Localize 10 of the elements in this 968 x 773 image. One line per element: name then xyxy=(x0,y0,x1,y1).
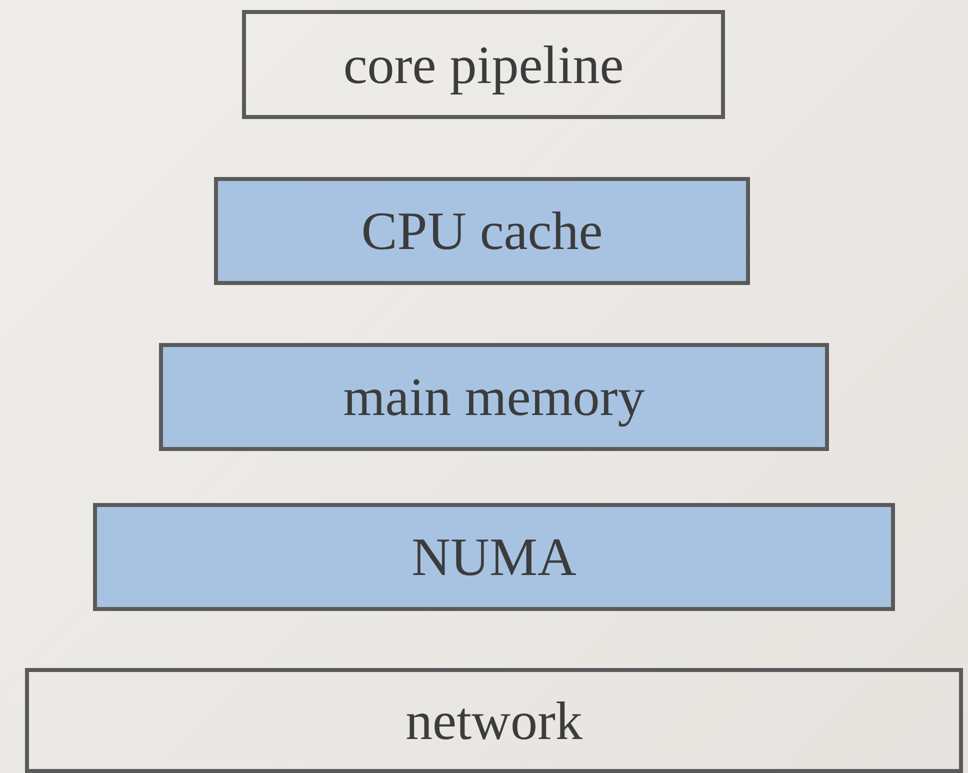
highlighted-layer-box xyxy=(214,177,750,285)
layer-label: network xyxy=(406,690,582,752)
layer-box xyxy=(25,668,963,773)
layer-label: main memory xyxy=(343,366,645,428)
layer-label: NUMA xyxy=(411,526,576,588)
highlighted-layer-box xyxy=(93,503,895,611)
layer-label: core pipeline xyxy=(343,34,624,96)
layer-box xyxy=(242,10,725,119)
layer-label: CPU cache xyxy=(361,200,603,262)
highlighted-layer-box xyxy=(159,343,829,451)
